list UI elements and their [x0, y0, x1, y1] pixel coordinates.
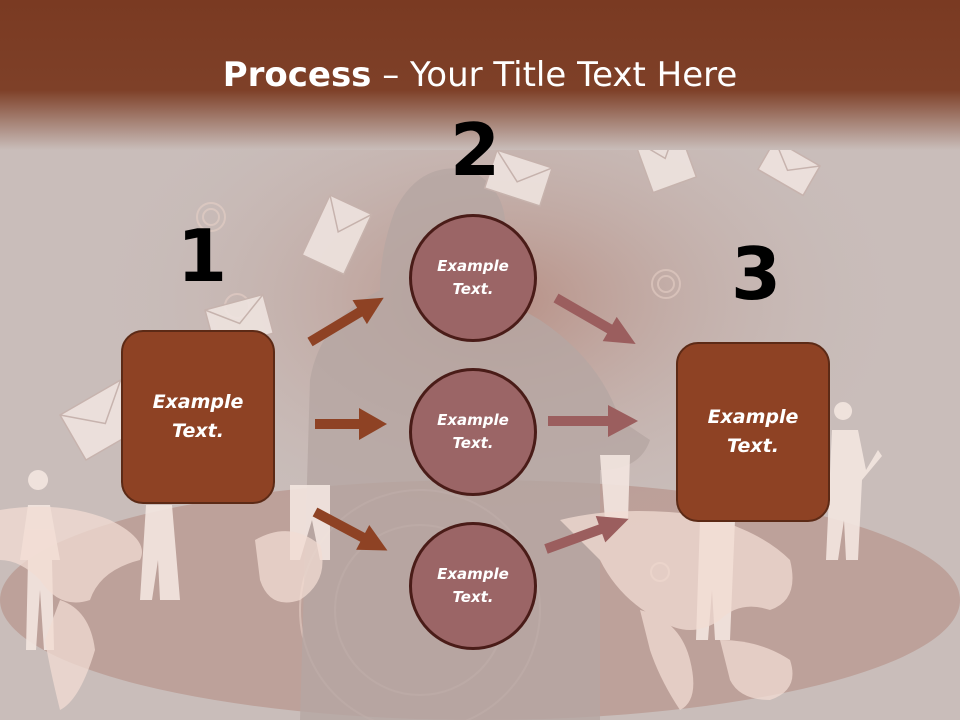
circle-top: Example Text.	[409, 214, 537, 342]
step-number-2: 2	[450, 108, 501, 192]
step3-label: Example Text.	[707, 406, 799, 457]
step1-box: Example Text.	[121, 330, 275, 504]
circle-bottom: Example Text.	[409, 522, 537, 650]
circle-middle-label: Example Text.	[437, 411, 509, 452]
step-number-1: 1	[177, 214, 228, 298]
circle-middle: Example Text.	[409, 368, 537, 496]
circle-top-label: Example Text.	[437, 257, 509, 298]
title-bold: Process	[222, 55, 372, 95]
step3-box: Example Text.	[676, 342, 830, 522]
title-rest: – Your Title Text Here	[371, 55, 738, 95]
step1-label: Example Text.	[152, 391, 244, 442]
circle-bottom-label: Example Text.	[437, 565, 509, 606]
step-number-3: 3	[731, 232, 782, 316]
slide-title: Process – Your Title Text Here	[0, 52, 960, 98]
